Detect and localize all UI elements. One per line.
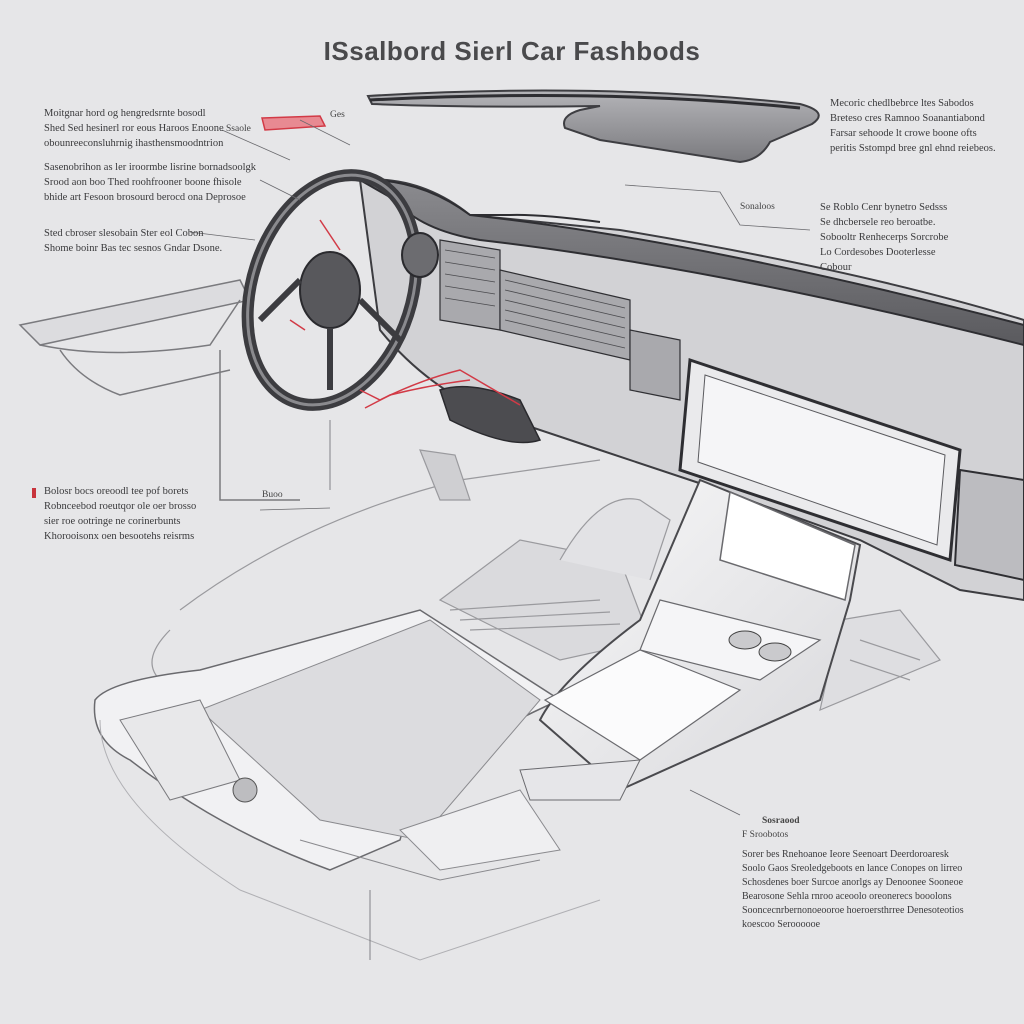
annotation-mid-left: Bolosr bocs oreoodl tee pof borets Robnc… <box>44 486 197 542</box>
tag-top-left: Ssaole <box>226 124 251 134</box>
tag-bottom-right-sub: F Sroobotos <box>742 830 789 840</box>
tag-mid-right: Sonaloos <box>740 202 775 212</box>
leader-lines <box>189 119 811 960</box>
annotation-mid-right: Se Roblo Cenr bynetro Sedsss Se dhcberse… <box>820 202 949 273</box>
door-frame <box>18 279 300 501</box>
annotation-top-left-3: Sted cbroser slesobain Ster eol Cobon Sh… <box>44 228 223 254</box>
tag-top-left-2: Ges <box>330 110 345 120</box>
dashboard-body <box>356 178 1024 602</box>
steering-wheel <box>241 169 439 411</box>
center-console <box>399 478 862 871</box>
annotation-bottom-right: Sorer bes Rnehoanoe Ieore Seenoart Deerd… <box>742 849 964 930</box>
annotation-top-right: Mecoric chedlbebrce ltes Sabodos Breteso… <box>830 98 996 154</box>
page-title: ISsalbord Sierl Car Fashbods <box>323 36 701 66</box>
center-screen <box>678 357 1024 582</box>
wiring-highlight <box>261 115 521 409</box>
annotation-top-left-1: Moitgnar hord og hengredsrnte bosodl She… <box>44 108 224 149</box>
floor-outline <box>151 449 941 711</box>
floor-tray <box>93 609 601 961</box>
annotation-top-left-2: Sasenobrihon as ler iroormbe lisrine bor… <box>44 162 256 203</box>
tag-bottom-right: Sosraood <box>762 816 800 826</box>
red-marker <box>32 488 36 498</box>
air-vents <box>439 239 681 401</box>
sun-visor <box>366 89 820 164</box>
tag-mid-left: Buoo <box>262 490 283 500</box>
